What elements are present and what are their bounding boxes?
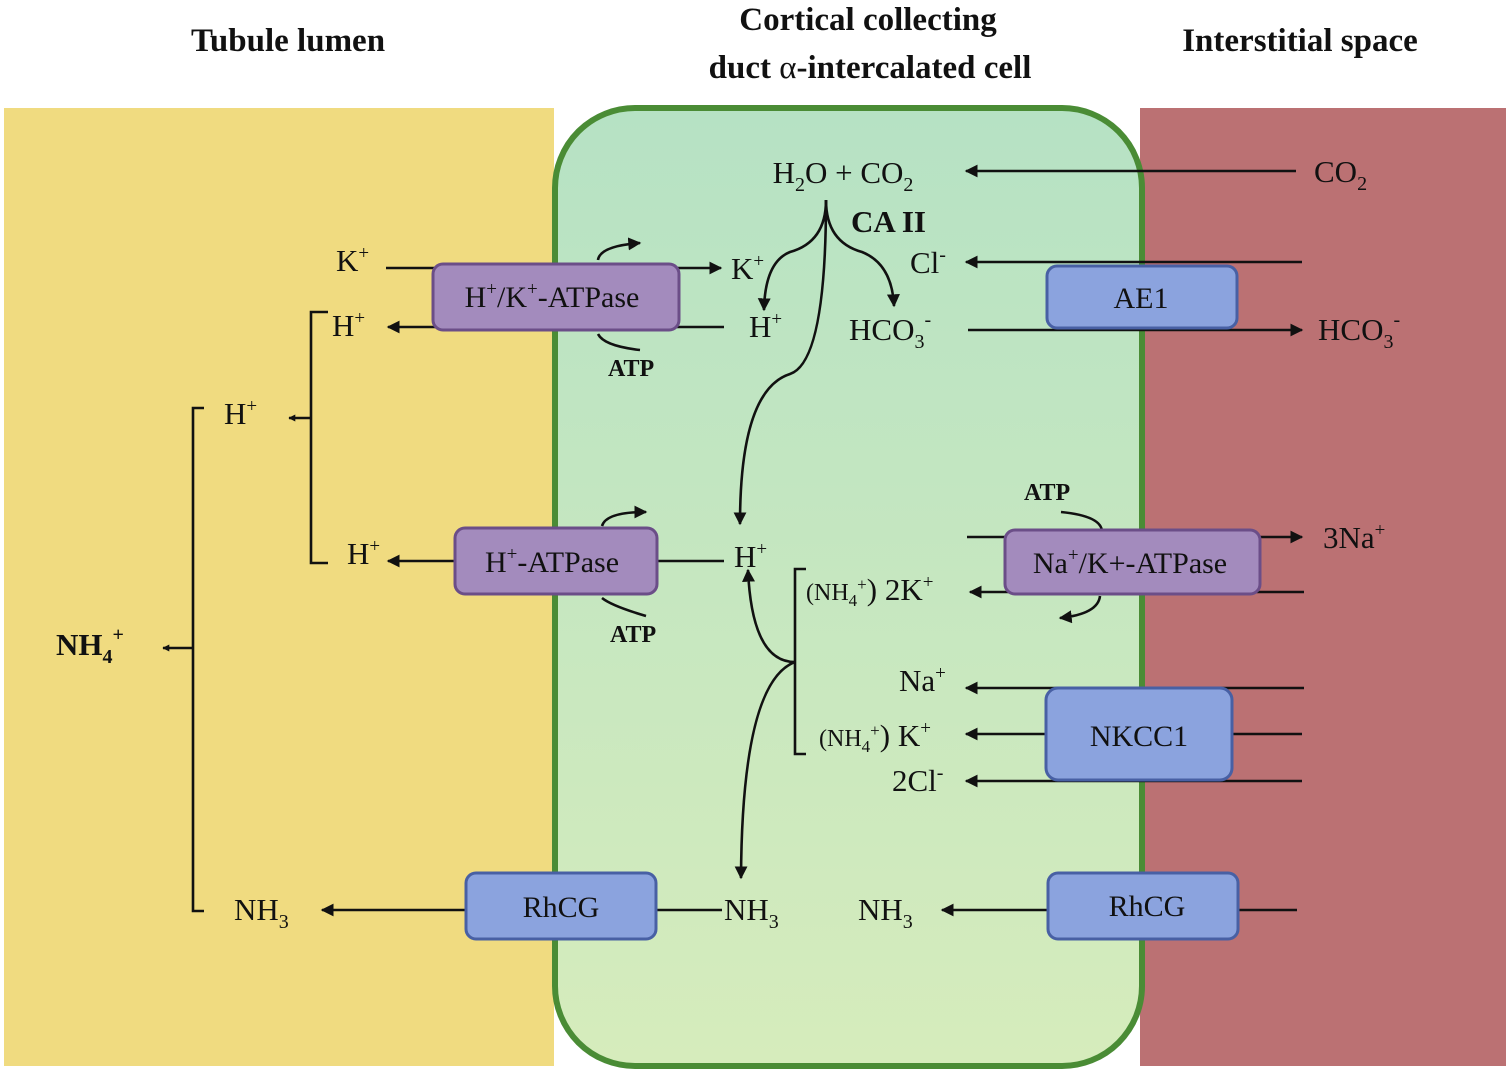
atp-curve-2-bottom — [601, 596, 647, 618]
label-hco3-cell: HCO3- — [849, 309, 931, 353]
hk-atpase-transporter: H+/K+-ATPase — [431, 262, 681, 332]
label-nh4-lumen: NH4+ — [56, 624, 124, 668]
header-cell-line1: Cortical collecting — [739, 2, 997, 38]
atp-curve-2-top — [600, 505, 648, 527]
rhcg-right-transporter: RhCG — [1046, 871, 1240, 941]
label-na-cell: Na+ — [899, 663, 946, 698]
header-interstitial: Interstitial space — [1182, 23, 1418, 59]
label-co2-interstitial: CO2 — [1314, 154, 1367, 195]
header-cell-line2: duct α-intercalated cell — [709, 50, 1032, 86]
label-h-lumen-2: H+ — [347, 536, 380, 571]
atp-curve-1-bottom — [596, 333, 641, 352]
label-3na-interstitial: 3Na+ — [1323, 520, 1385, 555]
arrow-ca2-to-h-lower — [733, 199, 828, 526]
rhcg-right-box — [1046, 871, 1240, 941]
atp-curve-3-bottom — [1058, 595, 1102, 624]
label-cl-cell: Cl- — [910, 244, 946, 280]
arrow-ca2-to-h — [757, 199, 828, 312]
label-h-lumen-merged: H+ — [224, 396, 257, 431]
label-h-cell-1: H+ — [749, 309, 782, 344]
header-cell-rest: -intercalated cell — [797, 50, 1032, 86]
rhcg-left-transporter: RhCG — [464, 871, 658, 941]
nkcc1-transporter: NKCC1 — [1044, 686, 1234, 782]
label-atp-1: ATP — [608, 356, 654, 382]
arrow-ca2-to-hco3 — [824, 199, 900, 308]
bracket-h-lumen — [309, 310, 328, 565]
hk-atpase-box — [431, 262, 681, 332]
rhcg-left-label: RhCG — [523, 891, 600, 924]
header-tubule-lumen: Tubule lumen — [191, 23, 385, 59]
label-ca2: CA II — [851, 204, 926, 239]
nkcc1-box — [1044, 686, 1234, 782]
h-atpase-transporter: H+-ATPase — [453, 526, 659, 596]
header-cell-alpha: α — [779, 50, 796, 86]
label-k-cell: K+ — [731, 251, 764, 286]
rhcg-left-box — [464, 871, 658, 941]
arrow-to-h-cell — [742, 568, 796, 664]
nak-atpase-label: Na+/K+-ATPase — [1033, 545, 1227, 580]
ae1-box — [1045, 264, 1239, 330]
nak-atpase-transporter: Na+/K+-ATPase — [1003, 528, 1262, 596]
label-hco3-interstitial: HCO3- — [1318, 309, 1400, 353]
arrow-to-nh3-cell — [734, 660, 796, 880]
rhcg-right-label: RhCG — [1109, 890, 1186, 923]
label-atp-3: ATP — [1024, 480, 1070, 506]
header-cell-duct: duct — [709, 50, 780, 86]
label-k-lumen: K+ — [336, 243, 369, 278]
ae1-label: AE1 — [1114, 282, 1169, 315]
h-atpase-box — [453, 526, 659, 596]
label-atp-2: ATP — [610, 622, 656, 648]
label-nh3-cell-left: NH3 — [724, 892, 779, 933]
label-nh3-lumen: NH3 — [234, 892, 289, 933]
label-h-cell-2: H+ — [734, 539, 767, 574]
hk-atpase-label: H+/K+-ATPase — [465, 279, 640, 314]
label-2cl-cell: 2Cl- — [892, 762, 943, 798]
bracket-nh4-lumen — [191, 406, 204, 913]
h-atpase-label: H+-ATPase — [485, 544, 619, 579]
ae1-transporter: AE1 — [1045, 264, 1239, 330]
atp-curve-1-top — [596, 237, 642, 261]
label-nh4-2k: (NH4+) 2K+ — [806, 572, 933, 610]
label-h2o-co2: H2O + CO2 — [773, 155, 914, 196]
nak-atpase-box — [1003, 528, 1262, 596]
label-h-lumen-1: H+ — [332, 308, 365, 343]
label-nh4-k: (NH4+) K+ — [819, 718, 931, 756]
label-nh3-cell-right: NH3 — [858, 892, 913, 933]
nkcc1-label: NKCC1 — [1090, 720, 1188, 753]
